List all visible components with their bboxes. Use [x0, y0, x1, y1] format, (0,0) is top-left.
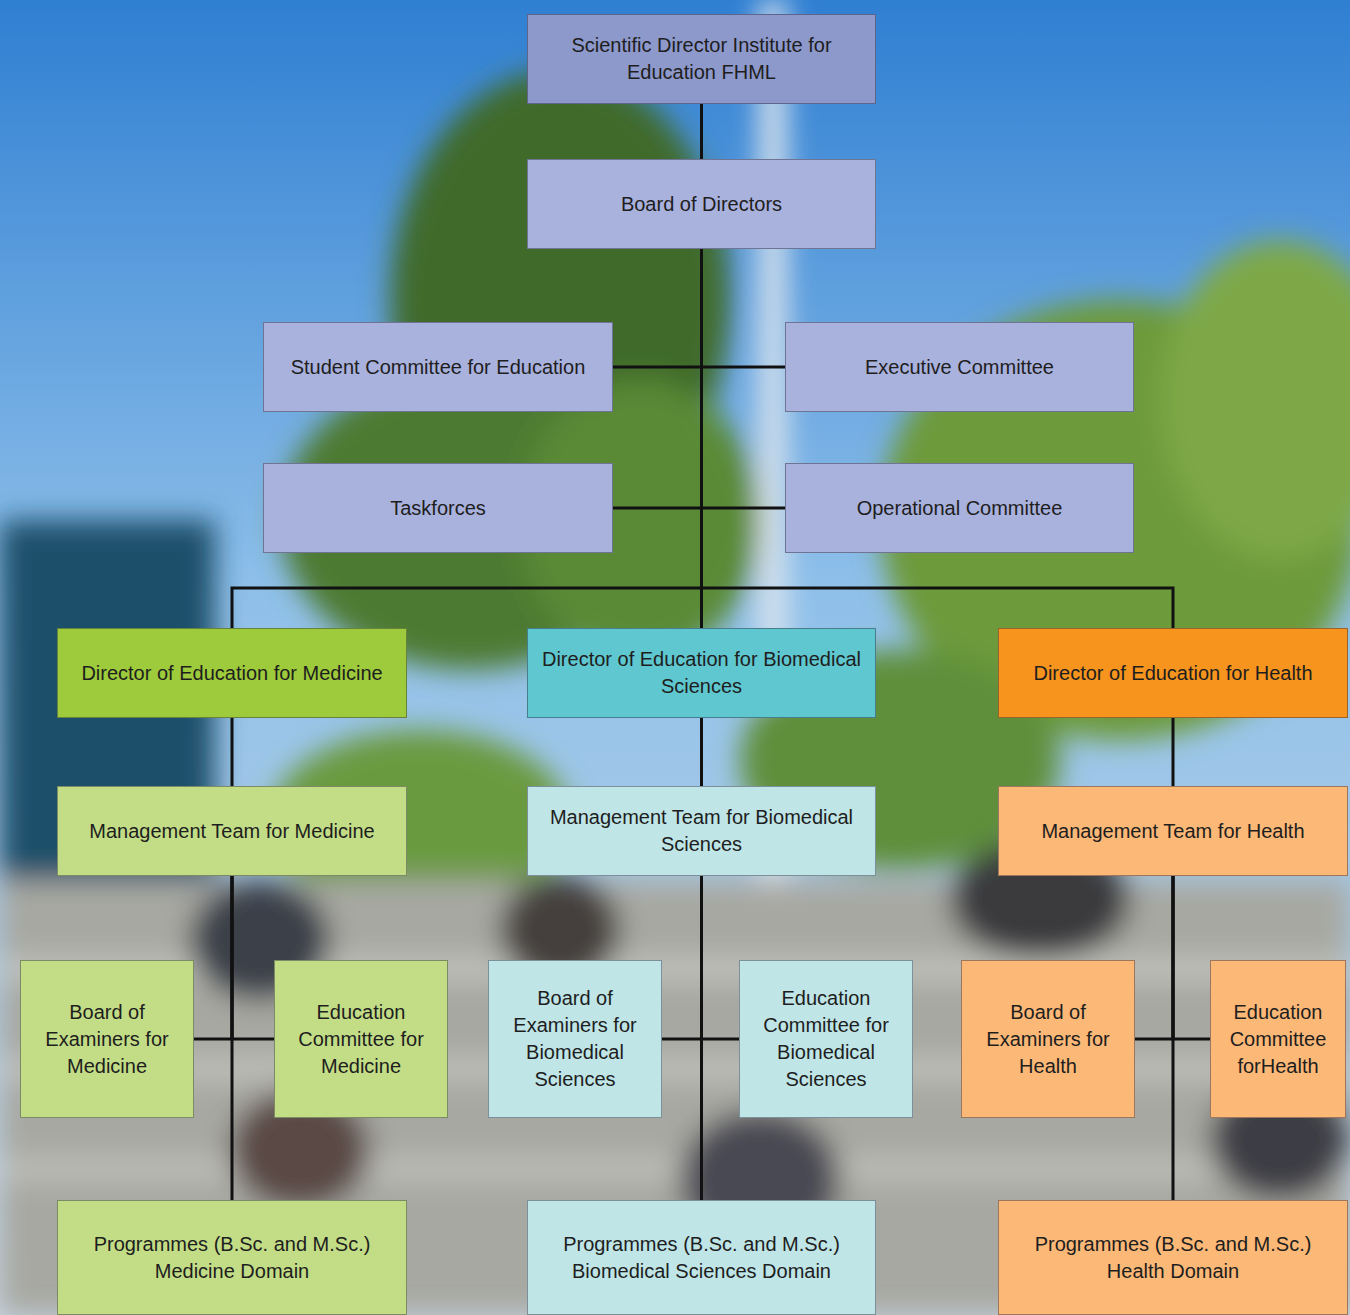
board-box: Board of Directors [527, 159, 876, 249]
box-label: Education Committee for Medicine [283, 999, 439, 1080]
box-label: Board of Examiners for Biomedical Scienc… [497, 985, 653, 1093]
step-edge [0, 1060, 1350, 1078]
text-stack: Programmes (B.Sc. and M.Sc.) Health Doma… [1007, 1231, 1339, 1285]
examiners-box: Board of Examiners for Biomedical Scienc… [488, 960, 662, 1118]
box-label: Board of Examiners for Medicine [29, 999, 185, 1080]
box-label: Programmes (B.Sc. and M.Sc.) Health Doma… [1007, 1231, 1339, 1285]
box-label: Management Team for Medicine [89, 818, 374, 845]
org-connector [1172, 876, 1175, 1200]
box-label: Director of Education for Health [1033, 660, 1312, 687]
director-box: Scientific Director Institute for Educat… [527, 14, 876, 104]
text-stack: Board of Examiners for Medicine [29, 999, 185, 1080]
org-connector [194, 876, 232, 1039]
org-connector [231, 718, 234, 786]
box-label: Board of Examiners for Health [970, 999, 1126, 1080]
box-label: Scientific Director Institute for Educat… [536, 32, 867, 86]
team-box: Management Team for Medicine [57, 786, 407, 876]
taskforce-box: Taskforces [263, 463, 613, 553]
committee-box: Executive Committee [785, 322, 1134, 412]
text-stack: Board of Examiners for Health [970, 999, 1126, 1080]
box-label: Executive Committee [865, 354, 1054, 381]
box-label: Management Team for Health [1041, 818, 1304, 845]
box-label: Programmes (B.Sc. and M.Sc.) Medicine Do… [66, 1231, 398, 1285]
org-connector [231, 876, 234, 1200]
examiners-box: Board of Examiners for Health [961, 960, 1135, 1118]
org-connector [1172, 718, 1175, 786]
director-box: Director of Education for Medicine [57, 628, 407, 718]
text-stack: Student Committee for Education [291, 354, 586, 381]
text-stack: Board of Directors [621, 191, 782, 218]
org-connector [700, 718, 703, 786]
org-connector [613, 249, 702, 508]
box-label: Taskforces [390, 495, 486, 522]
committee-box: Student Committee for Education [263, 322, 613, 412]
box-label: Student Committee for Education [291, 354, 586, 381]
box-label: Management Team for Biomedical Sciences [536, 804, 867, 858]
org-connector [613, 249, 702, 367]
text-stack: Director of Education for Health [1033, 660, 1312, 687]
committee-box: Education Committee for Medicine [274, 960, 448, 1118]
org-connector [702, 249, 1174, 628]
text-stack: Education Committee for Biomedical Scien… [748, 985, 904, 1093]
org-connector [702, 249, 786, 367]
org-connector [662, 876, 702, 1039]
org-connector [232, 876, 274, 1039]
text-stack: Board of Examiners for Biomedical Scienc… [497, 985, 653, 1093]
text-stack: Taskforces [390, 495, 486, 522]
text-stack: Education Committee forHealth [1219, 999, 1337, 1080]
text-stack: Operational Committee [857, 495, 1063, 522]
text-stack: Programmes (B.Sc. and M.Sc.) Medicine Do… [66, 1231, 398, 1285]
committee-box: Education Committee for Biomedical Scien… [739, 960, 913, 1118]
director-box: Director of Education for Health [998, 628, 1348, 718]
programme-box: Programmes (B.Sc. and M.Sc.) Health Doma… [998, 1200, 1348, 1315]
team-box: Management Team for Health [998, 786, 1348, 876]
org-connector [700, 104, 703, 159]
director-box: Director of Education for Biomedical Sci… [527, 628, 876, 718]
box-label: Programmes (B.Sc. and M.Sc.) Biomedical … [536, 1231, 867, 1285]
org-connector [700, 876, 703, 1200]
steps [0, 880, 1350, 1315]
text-stack: Programmes (B.Sc. and M.Sc.) Biomedical … [536, 1231, 867, 1285]
step-edge [0, 1160, 1350, 1178]
text-stack: Management Team for Health [1041, 818, 1304, 845]
examiners-box: Board of Examiners for Medicine [20, 960, 194, 1118]
org-connector [702, 249, 786, 508]
programme-box: Programmes (B.Sc. and M.Sc.) Biomedical … [527, 1200, 876, 1315]
programme-box: Programmes (B.Sc. and M.Sc.) Medicine Do… [57, 1200, 407, 1315]
org-connector [1135, 876, 1173, 1039]
box-label: Director of Education for Biomedical Sci… [536, 646, 867, 700]
box-label: Director of Education for Medicine [81, 660, 382, 687]
box-label: Education Committee for Biomedical Scien… [748, 985, 904, 1093]
tree [1160, 240, 1350, 560]
org-connector [702, 876, 740, 1039]
text-stack: Executive Committee [865, 354, 1054, 381]
committee-box: Operational Committee [785, 463, 1134, 553]
text-stack: Management Team for Biomedical Sciences [536, 804, 867, 858]
text-stack: Director of Education for Medicine [81, 660, 382, 687]
text-stack: Scientific Director Institute for Educat… [536, 32, 867, 86]
text-stack: Director of Education for Biomedical Sci… [536, 646, 867, 700]
org-connector [1173, 876, 1210, 1039]
box-label: Board of Directors [621, 191, 782, 218]
box-label: Operational Committee [857, 495, 1063, 522]
box-label: Education Committee forHealth [1219, 999, 1337, 1080]
text-stack: Management Team for Medicine [89, 818, 374, 845]
committee-box: Education Committee forHealth [1210, 960, 1346, 1118]
org-connector [232, 249, 702, 628]
team-box: Management Team for Biomedical Sciences [527, 786, 876, 876]
text-stack: Education Committee for Medicine [283, 999, 439, 1080]
